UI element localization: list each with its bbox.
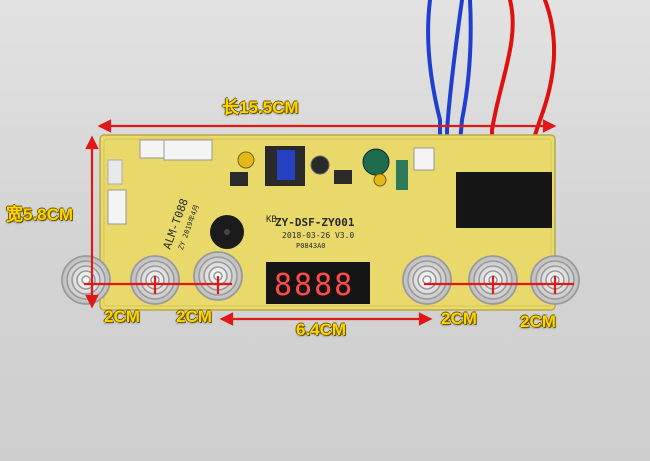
- connector-side: [107, 189, 127, 225]
- relay-2: [506, 172, 552, 228]
- connector-large: [163, 139, 213, 161]
- display-digits: 8888: [274, 268, 354, 303]
- width-label: 宽5.8CM: [6, 205, 74, 224]
- ic-chip: [334, 170, 352, 184]
- pitch-label-1: 2CM: [104, 307, 140, 326]
- blue-wire-1: [426, 0, 442, 162]
- relay-1: [456, 172, 506, 228]
- svg-text:8888: 8888: [274, 268, 354, 303]
- red-wire-1: [490, 0, 515, 152]
- center-gap-label: 6.4CM: [296, 320, 347, 339]
- pitch-label-4: 2CM: [520, 312, 556, 331]
- board-part-code: P0843A0: [296, 242, 326, 250]
- board-date-version: 2018-03-26 V3.0: [282, 231, 354, 240]
- red-wire-2: [528, 0, 557, 152]
- pitch-label-2: 2CM: [176, 307, 212, 326]
- board-model: ZY-DSF-ZY001: [275, 216, 355, 229]
- seven-seg-display: [266, 262, 370, 304]
- connector-small: [139, 139, 167, 159]
- dimension-lines: [84, 119, 574, 326]
- blue-wire-3: [456, 0, 473, 167]
- board-logo: KB: [266, 215, 277, 225]
- pitch-label-3: 2CM: [441, 309, 477, 328]
- length-label: 长15.5CM: [222, 98, 299, 117]
- capacitor: [362, 148, 390, 176]
- spring-contacts-right: [402, 255, 580, 305]
